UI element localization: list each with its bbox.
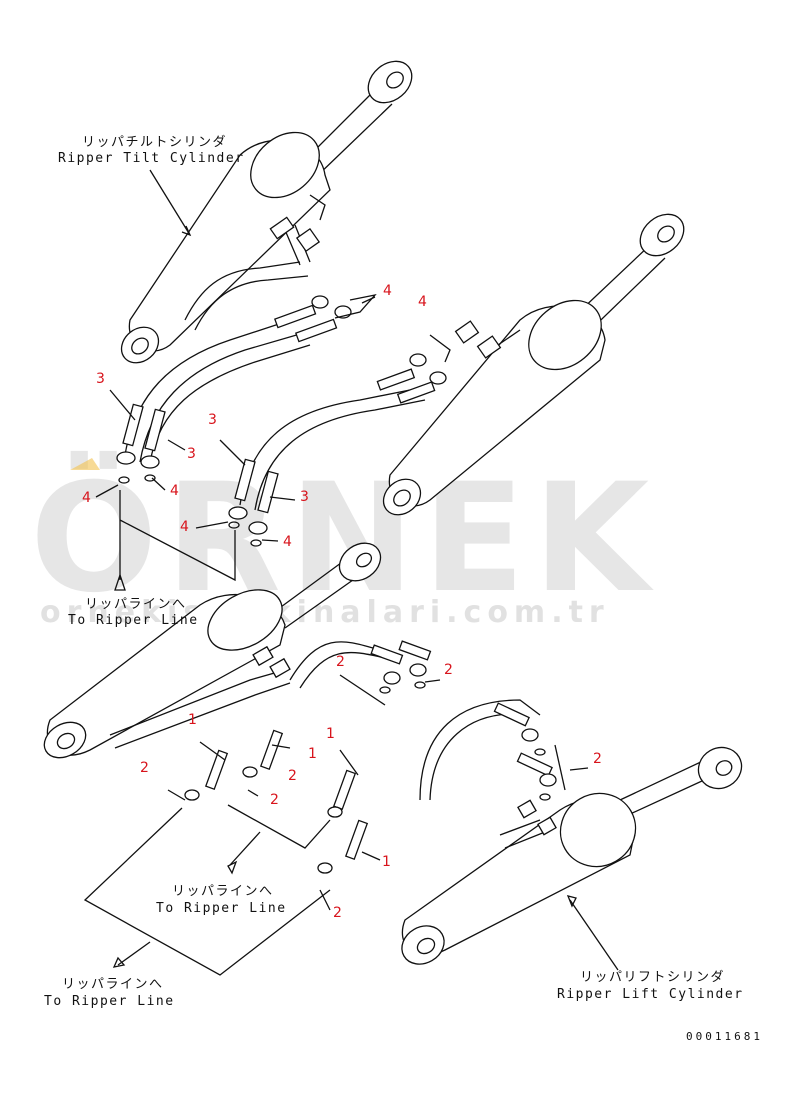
watermark: ÖRNEK ornekismakinalari.com.tr <box>30 450 657 630</box>
leader-lines-top <box>114 169 236 591</box>
callout-2: 2 <box>336 654 345 670</box>
callout-2: 2 <box>333 905 342 921</box>
tilt-hoses-left <box>116 293 377 484</box>
callout-2: 2 <box>444 662 453 678</box>
watermark-url: ornekismakinalari.com.tr <box>40 595 610 630</box>
drawing-code: 00011681 <box>686 1030 763 1043</box>
ripper-line-label-2-jp: リッパラインへ <box>172 884 274 899</box>
ripper-line-label-3-en: To Ripper Line <box>44 994 175 1009</box>
callout-4: 4 <box>418 294 427 310</box>
callout-1: 1 <box>188 712 197 728</box>
callout-3: 3 <box>208 412 217 428</box>
lift-hoses-left <box>184 640 432 874</box>
callout-4: 4 <box>383 283 392 299</box>
callout-2: 2 <box>288 768 297 784</box>
tilt-cylinder-right <box>382 213 685 516</box>
lift-cylinder-label-jp: リッパリフトシリンダ <box>580 970 725 985</box>
tilt-cylinder-label-jp: リッパチルトシリンダ <box>82 135 227 150</box>
tilt-cylinder-left <box>120 60 413 364</box>
callout-4: 4 <box>180 519 189 535</box>
ripper-line-label-2-en: To Ripper Line <box>156 901 287 916</box>
ripper-line-label-3-jp: リッパラインへ <box>62 977 164 992</box>
tilt-hoses-right <box>228 334 451 547</box>
ripper-line-label-1-en: To Ripper Line <box>68 613 199 628</box>
text-labels: リッパチルトシリンダ Ripper Tilt Cylinder リッパラインへ … <box>44 135 763 1043</box>
ripper-line-label-1-jp: リッパラインへ <box>85 597 187 612</box>
tilt-cylinder-label-en: Ripper Tilt Cylinder <box>58 151 245 166</box>
callout-numbers: 4 4 4 4 4 4 3 3 3 3 2 2 2 2 2 2 2 1 1 1 … <box>82 283 602 921</box>
callout-4: 4 <box>170 483 179 499</box>
callout-3: 3 <box>187 446 196 462</box>
callout-3: 3 <box>96 371 105 387</box>
callout-3: 3 <box>300 489 309 505</box>
callout-2: 2 <box>140 760 149 776</box>
callout-4: 4 <box>82 490 91 506</box>
lift-cylinder-left <box>43 542 382 759</box>
lift-hoses-right <box>419 699 566 801</box>
callout-1: 1 <box>382 854 391 870</box>
callout-1: 1 <box>308 746 317 762</box>
watermark-main: ÖRNEK <box>30 450 657 626</box>
lift-cylinder-label-en: Ripper Lift Cylinder <box>557 987 744 1002</box>
lift-cylinder-right <box>401 746 743 965</box>
callout-2: 2 <box>593 751 602 767</box>
callout-2: 2 <box>270 792 279 808</box>
leader-lines-bottom <box>83 804 619 976</box>
callout-1: 1 <box>326 726 335 742</box>
callout-leaders <box>95 296 589 911</box>
callout-4: 4 <box>283 534 292 550</box>
watermark-accent <box>70 458 100 470</box>
